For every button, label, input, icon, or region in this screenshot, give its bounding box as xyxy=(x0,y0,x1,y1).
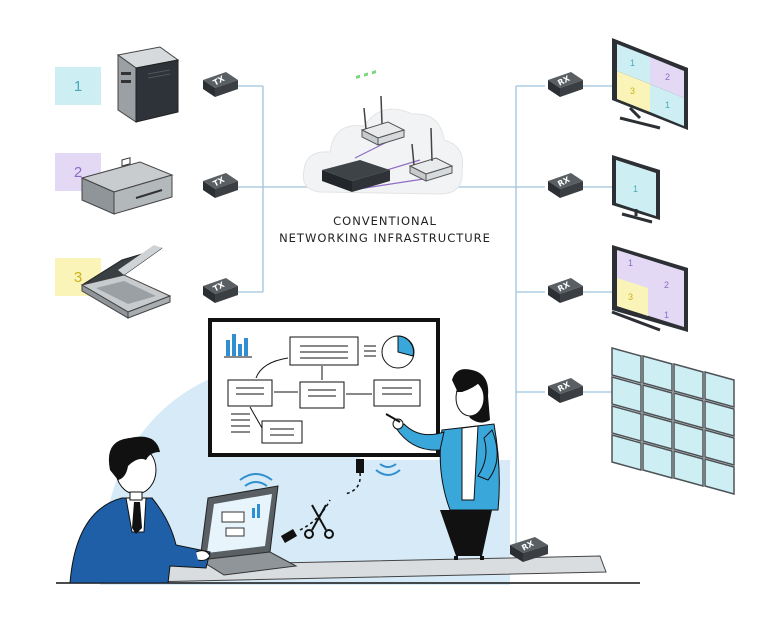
wireless-access-point-icon xyxy=(408,127,454,182)
network-switch-icon xyxy=(322,70,390,192)
video-wall-tile xyxy=(642,442,673,479)
tx-unit-3: TX xyxy=(203,278,238,303)
display-single: 1 xyxy=(612,155,660,224)
network-label-line1: CONVENTIONAL xyxy=(333,214,437,228)
video-wall-tile xyxy=(611,347,642,384)
seated-man-figure xyxy=(69,436,211,584)
video-wall-tile xyxy=(704,400,735,437)
video-wall-tile xyxy=(611,405,642,442)
rx-unit-5: RX xyxy=(510,537,548,562)
video-wall-tile xyxy=(642,413,673,450)
video-wall-tile xyxy=(704,371,735,408)
network-label-line2: NETWORKING INFRASTRUCTURE xyxy=(279,231,491,245)
rx-unit-3: RX xyxy=(548,278,583,303)
laptop-icon xyxy=(80,245,172,319)
pc-tower-icon xyxy=(116,46,180,123)
wireless-dongle-icon xyxy=(344,459,401,495)
video-wall xyxy=(611,347,735,495)
display-split-label-2: 2 xyxy=(664,280,669,290)
video-wall-tile xyxy=(673,421,704,458)
wireless-router-icon xyxy=(360,95,406,146)
display-quad-label-4: 1 xyxy=(665,100,670,110)
rx-unit-1: RX xyxy=(548,72,583,97)
rx-unit-2: RX xyxy=(548,173,583,198)
source-1-label: 1 xyxy=(74,78,82,95)
video-wall-tile xyxy=(611,434,642,471)
tx-unit-2: TX xyxy=(203,173,238,198)
rx-connection-lines xyxy=(458,85,612,545)
video-wall-tile xyxy=(673,450,704,487)
display-split-label-4: 1 xyxy=(664,310,669,320)
display-split-label-1: 1 xyxy=(628,258,633,268)
video-wall-tile xyxy=(611,376,642,413)
media-player-icon xyxy=(80,157,174,215)
presenter-woman-figure xyxy=(385,369,500,560)
video-wall-tile xyxy=(642,355,673,392)
tx-connection-lines xyxy=(238,85,320,293)
source-tile-1: 1 xyxy=(55,67,101,105)
source-2-label: 2 xyxy=(74,164,82,181)
rx-unit-4: RX xyxy=(548,378,583,403)
display-single-label: 1 xyxy=(633,184,638,194)
video-wall-tile xyxy=(704,458,735,495)
video-wall-tile xyxy=(704,429,735,466)
display-split-label-3: 3 xyxy=(628,292,633,302)
display-split: 1 2 3 1 xyxy=(611,245,688,332)
tx-unit-1: TX xyxy=(203,72,238,97)
display-quad-split: 1 2 3 1 xyxy=(612,38,688,130)
display-quad-label-1: 1 xyxy=(630,58,635,68)
source-3-label: 3 xyxy=(74,269,82,286)
video-wall-tile xyxy=(673,363,704,400)
display-quad-label-2: 2 xyxy=(665,72,670,82)
video-wall-tile xyxy=(673,392,704,429)
video-wall-tile xyxy=(642,384,673,421)
scissors-icon xyxy=(280,499,334,543)
presenter-laptop xyxy=(198,485,298,576)
display-quad-label-3: 3 xyxy=(630,86,635,96)
